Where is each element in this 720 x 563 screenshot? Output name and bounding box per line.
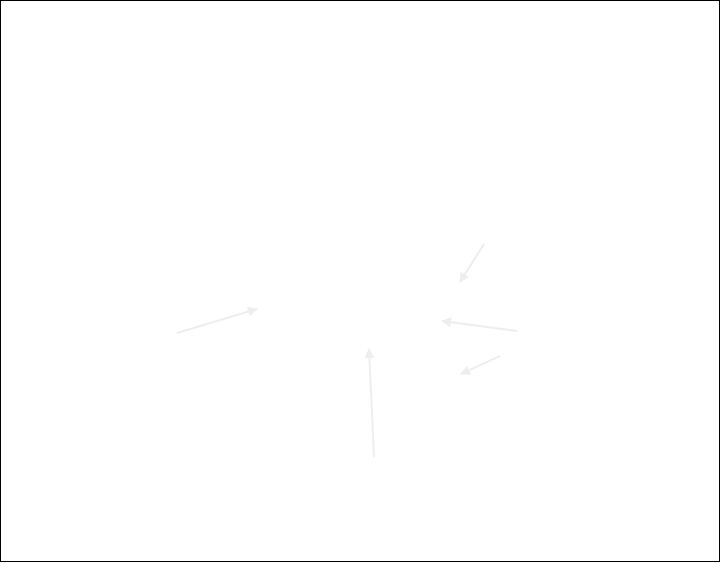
arrow-left <box>176 306 258 334</box>
arrow-bottom <box>364 348 375 458</box>
arrow-upper-right <box>459 243 485 283</box>
arrow-lower-right <box>460 355 501 375</box>
arrow-right <box>441 317 518 332</box>
